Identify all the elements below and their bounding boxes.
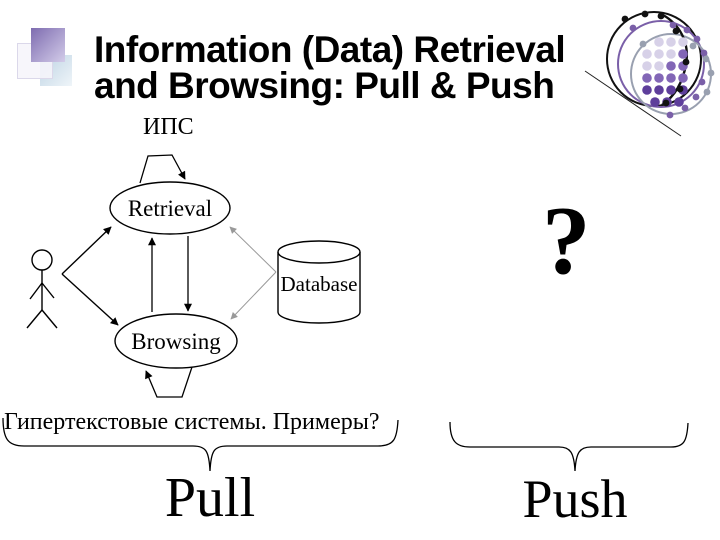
question-mark: ? xyxy=(542,187,591,294)
underbraces xyxy=(2,417,689,472)
arrow-database-to-browsing xyxy=(230,271,277,320)
arrow-database-to-retrieval xyxy=(229,226,277,273)
logo-circle-purple xyxy=(617,20,705,108)
pull-label: Pull xyxy=(164,467,256,529)
hypertext-note: Гипертекстовые системы. Примеры? xyxy=(4,409,380,435)
retrieval-browsing-diagram: Retrieval Browsing Database xyxy=(26,154,361,398)
browsing-node: Browsing xyxy=(114,313,238,369)
ips-label: ИПС xyxy=(143,114,194,140)
logo-diagonal-line xyxy=(584,70,682,137)
arrow-retrieval-self-loop xyxy=(139,154,186,184)
push-label: Push xyxy=(522,469,628,529)
dots-globe-logo-icon xyxy=(584,10,715,137)
logo-beads-black xyxy=(621,10,690,107)
arrow-user-to-browsing xyxy=(61,273,119,326)
user-stick-figure-icon xyxy=(26,249,58,329)
push-brace xyxy=(449,421,689,472)
logo-square-purple xyxy=(31,28,65,62)
browsing-label: Browsing xyxy=(131,329,221,354)
retrieval-label: Retrieval xyxy=(128,196,212,221)
database-label: Database xyxy=(281,272,358,296)
database-node: Database xyxy=(277,240,361,324)
arrow-user-to-retrieval xyxy=(61,226,112,275)
arrow-browsing-self-loop xyxy=(145,366,193,398)
retrieval-node: Retrieval xyxy=(109,181,231,235)
slide-title: Information (Data) Retrieval and Browsin… xyxy=(94,29,614,106)
logo-beads-gray xyxy=(639,40,715,96)
logo-beads-purple xyxy=(629,21,708,119)
title-line-2: and Browsing: Pull & Push xyxy=(94,65,555,106)
pull-brace xyxy=(2,417,399,472)
title-line-1: Information (Data) Retrieval xyxy=(94,29,566,70)
squares-logo-icon xyxy=(15,25,77,89)
